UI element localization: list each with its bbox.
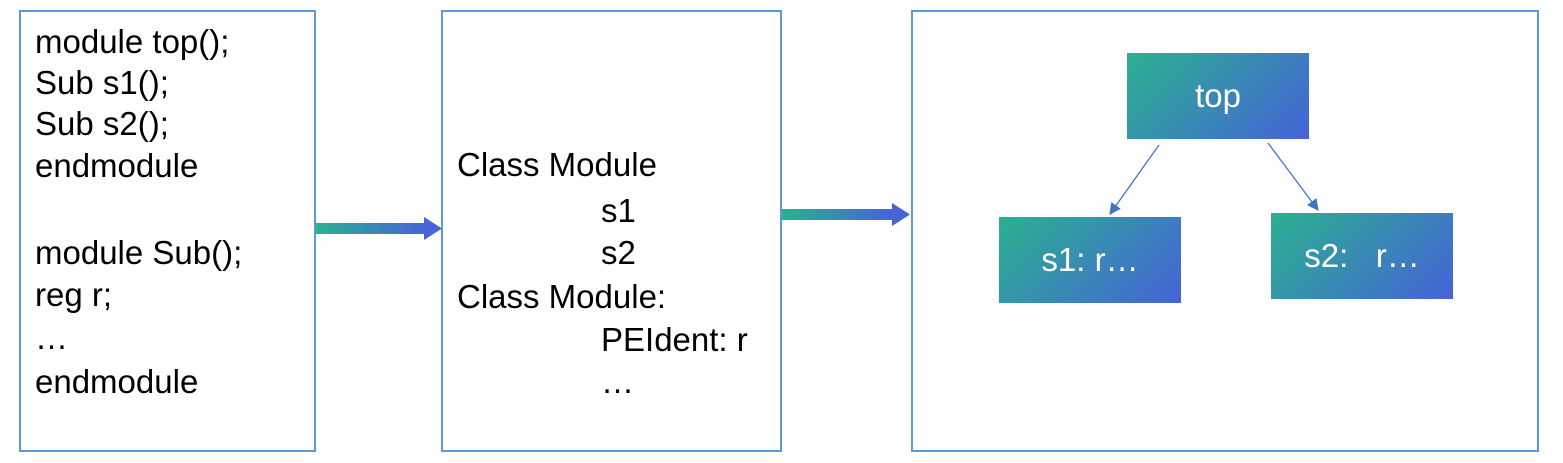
tree-edge-top-s1 [1109,144,1160,215]
class-line-2: s1 [601,192,636,229]
source-line-5: module Sub(); [35,234,243,271]
source-line-1: module top(); [35,23,230,60]
source-line-4: endmodule [35,147,199,184]
class-view-panel [441,10,782,452]
tree-edge-top-s2 [1267,142,1319,211]
tree-node-top: top [1127,53,1309,139]
class-line-6: … [601,363,634,400]
source-line-2: Sub s1(); [35,64,169,101]
class-line-5: PEIdent: r [601,321,748,358]
flow-arrow-2 [782,203,910,226]
source-line-8: endmodule [35,363,199,400]
flow-arrow-1 [316,217,442,240]
source-line-7: … [35,319,68,356]
class-line-3: s2 [601,234,636,271]
tree-node-s2: s2: r… [1271,213,1453,299]
class-line-4: Class Module: [457,278,667,315]
source-line-3: Sub s2(); [35,105,169,142]
source-code-panel [19,10,316,452]
class-line-1: Class Module [457,146,657,183]
tree-node-s1: s1: r… [999,217,1181,303]
source-line-6: reg r; [35,276,113,313]
